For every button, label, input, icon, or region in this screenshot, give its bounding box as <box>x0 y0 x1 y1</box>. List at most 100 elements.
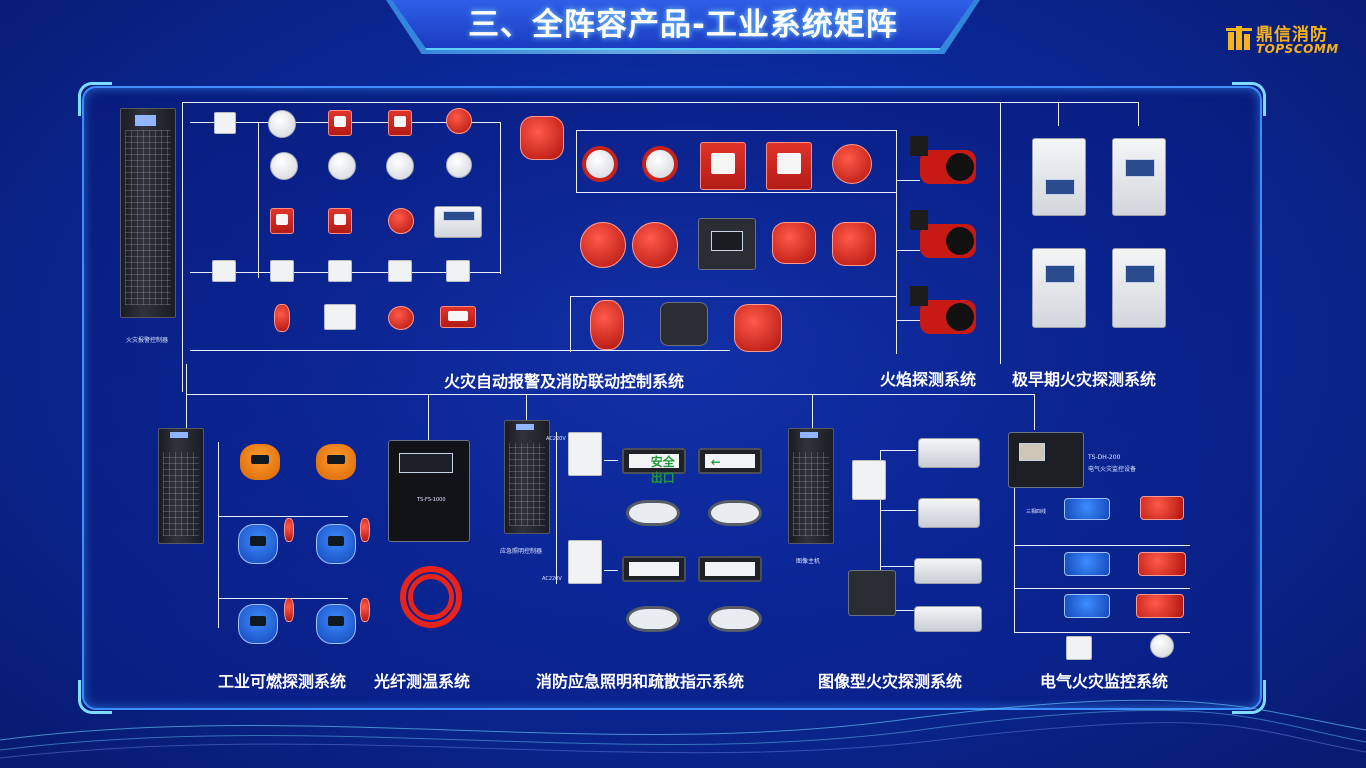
ts-dh-label: TS-DH-200 <box>1088 454 1121 461</box>
fiber-cable-icon <box>408 574 454 620</box>
camera-icon <box>918 498 980 528</box>
explosion-proof-display-icon <box>698 218 756 270</box>
logo-cn-text: 鼎信消防 <box>1256 25 1328 45</box>
emergency-light-icon <box>708 606 762 632</box>
current-transformer-icon <box>1064 498 1110 520</box>
bus-line <box>186 394 1034 395</box>
bus-line <box>218 442 219 628</box>
bus-line <box>1034 394 1035 430</box>
module-icon <box>388 260 412 282</box>
company-logo: 鼎信消防 TOPSCOMM <box>1226 18 1356 62</box>
gas-detector-icon <box>240 444 280 480</box>
gas-detector-icon <box>238 524 278 564</box>
meter-icon <box>1066 636 1092 660</box>
bus-line <box>258 122 259 278</box>
explosion-proof-module-icon <box>832 222 876 266</box>
frame-corner <box>1232 680 1266 714</box>
aspirating-detector-icon <box>1032 248 1086 328</box>
bus-line <box>896 180 920 181</box>
alarm-bell-icon <box>388 208 414 234</box>
fire-shutter-icon <box>324 304 356 330</box>
explosion-proof-alarm-icon <box>772 222 816 264</box>
bus-line <box>1014 545 1190 546</box>
emergency-light-icon <box>708 500 762 526</box>
bus-line <box>896 320 920 321</box>
smoke-detector-icon <box>270 152 298 180</box>
explosion-proof-module-icon <box>734 304 782 352</box>
bus-line <box>604 460 618 461</box>
bus-line <box>576 130 577 192</box>
logo-mark-icon <box>1226 26 1252 50</box>
smoke-detector-icon <box>268 110 296 138</box>
image-host-cabinet-icon <box>788 428 834 544</box>
frame-corner <box>1232 82 1266 116</box>
bus-line <box>880 610 916 611</box>
electrical-monitor-icon <box>1008 432 1084 488</box>
bus-line <box>896 130 897 354</box>
bus-line <box>570 296 571 352</box>
aspirating-detector-icon <box>1112 138 1166 216</box>
ac220-bottom-label: AC220V <box>542 576 562 582</box>
emergency-light-icon <box>626 606 680 632</box>
bus-line <box>182 102 183 392</box>
pump-motor-icon <box>388 306 414 330</box>
bus-line <box>182 102 1138 103</box>
title-tab <box>392 0 974 50</box>
current-transformer-icon <box>1064 594 1110 618</box>
gas-detector-icon <box>316 524 356 564</box>
ts-dh-desc-label: 电气火灾监控设备 <box>1088 466 1137 473</box>
flame-detector-icon <box>580 222 626 268</box>
system-title-flame: 火焰探测系统 <box>880 370 977 389</box>
system-title-fiber: 光纤测温系统 <box>374 672 471 691</box>
bus-line <box>186 394 187 428</box>
bus-line <box>896 250 920 251</box>
bus-line <box>1058 102 1059 126</box>
exit-sign-icon <box>622 556 686 582</box>
alarm-bell-icon <box>446 108 472 134</box>
combo-detector-icon <box>386 152 414 180</box>
module-icon <box>214 112 236 134</box>
system-title-emergency-light: 消防应急照明和疏散指示系统 <box>536 672 745 691</box>
ac220-top-label: AC220V <box>546 436 566 442</box>
bus-line <box>218 598 348 599</box>
decorative-wave <box>0 699 1366 759</box>
fiber-host-icon: TS-FS-1000 <box>388 440 470 542</box>
system-title-combustible: 工业可燃探测系统 <box>218 672 347 691</box>
page-title: 三、全阵容产品-工业系统矩阵 <box>468 7 898 43</box>
manual-call-point-icon <box>270 208 294 234</box>
aspirating-detector-icon <box>1032 138 1086 216</box>
module-icon <box>328 260 352 282</box>
heat-detector-icon <box>328 152 356 180</box>
bus-line <box>186 364 187 394</box>
hydrant-button-icon <box>328 208 352 234</box>
emergency-controller-label: 应急照明控制器 <box>500 548 543 555</box>
fire-damper-icon <box>440 306 476 328</box>
exit-arrow: ← <box>710 454 721 469</box>
flame-detector-icon <box>632 222 678 268</box>
fire-valve-icon <box>274 304 290 332</box>
flame-detector-icon <box>910 286 976 334</box>
manual-call-point-icon <box>328 110 352 136</box>
flame-detector-icon <box>910 136 976 184</box>
manual-call-point-icon <box>700 142 746 190</box>
residual-current-sensor-icon <box>1138 552 1186 576</box>
bus-line <box>880 450 916 451</box>
alarm-bell-icon <box>832 144 872 184</box>
current-transformer-icon <box>1064 552 1110 576</box>
fiber-code-label: TS-FS-1000 <box>417 497 446 503</box>
frame-corner <box>78 82 112 116</box>
manual-call-point-icon <box>388 110 412 136</box>
module-icon <box>270 260 294 282</box>
temperature-sensor-icon <box>1150 634 1174 658</box>
gas-detector-icon <box>316 604 356 644</box>
emergency-light-icon <box>626 500 680 526</box>
frame-corner <box>78 680 112 714</box>
bus-line <box>880 450 881 610</box>
fiber-cable-icon <box>400 566 462 628</box>
bus-line <box>1014 632 1190 633</box>
emergency-power-box-icon <box>568 432 602 476</box>
bus-line <box>556 432 557 584</box>
switch-box-icon <box>852 460 886 500</box>
heat-detector-icon <box>642 146 678 182</box>
camera-icon <box>914 558 982 584</box>
